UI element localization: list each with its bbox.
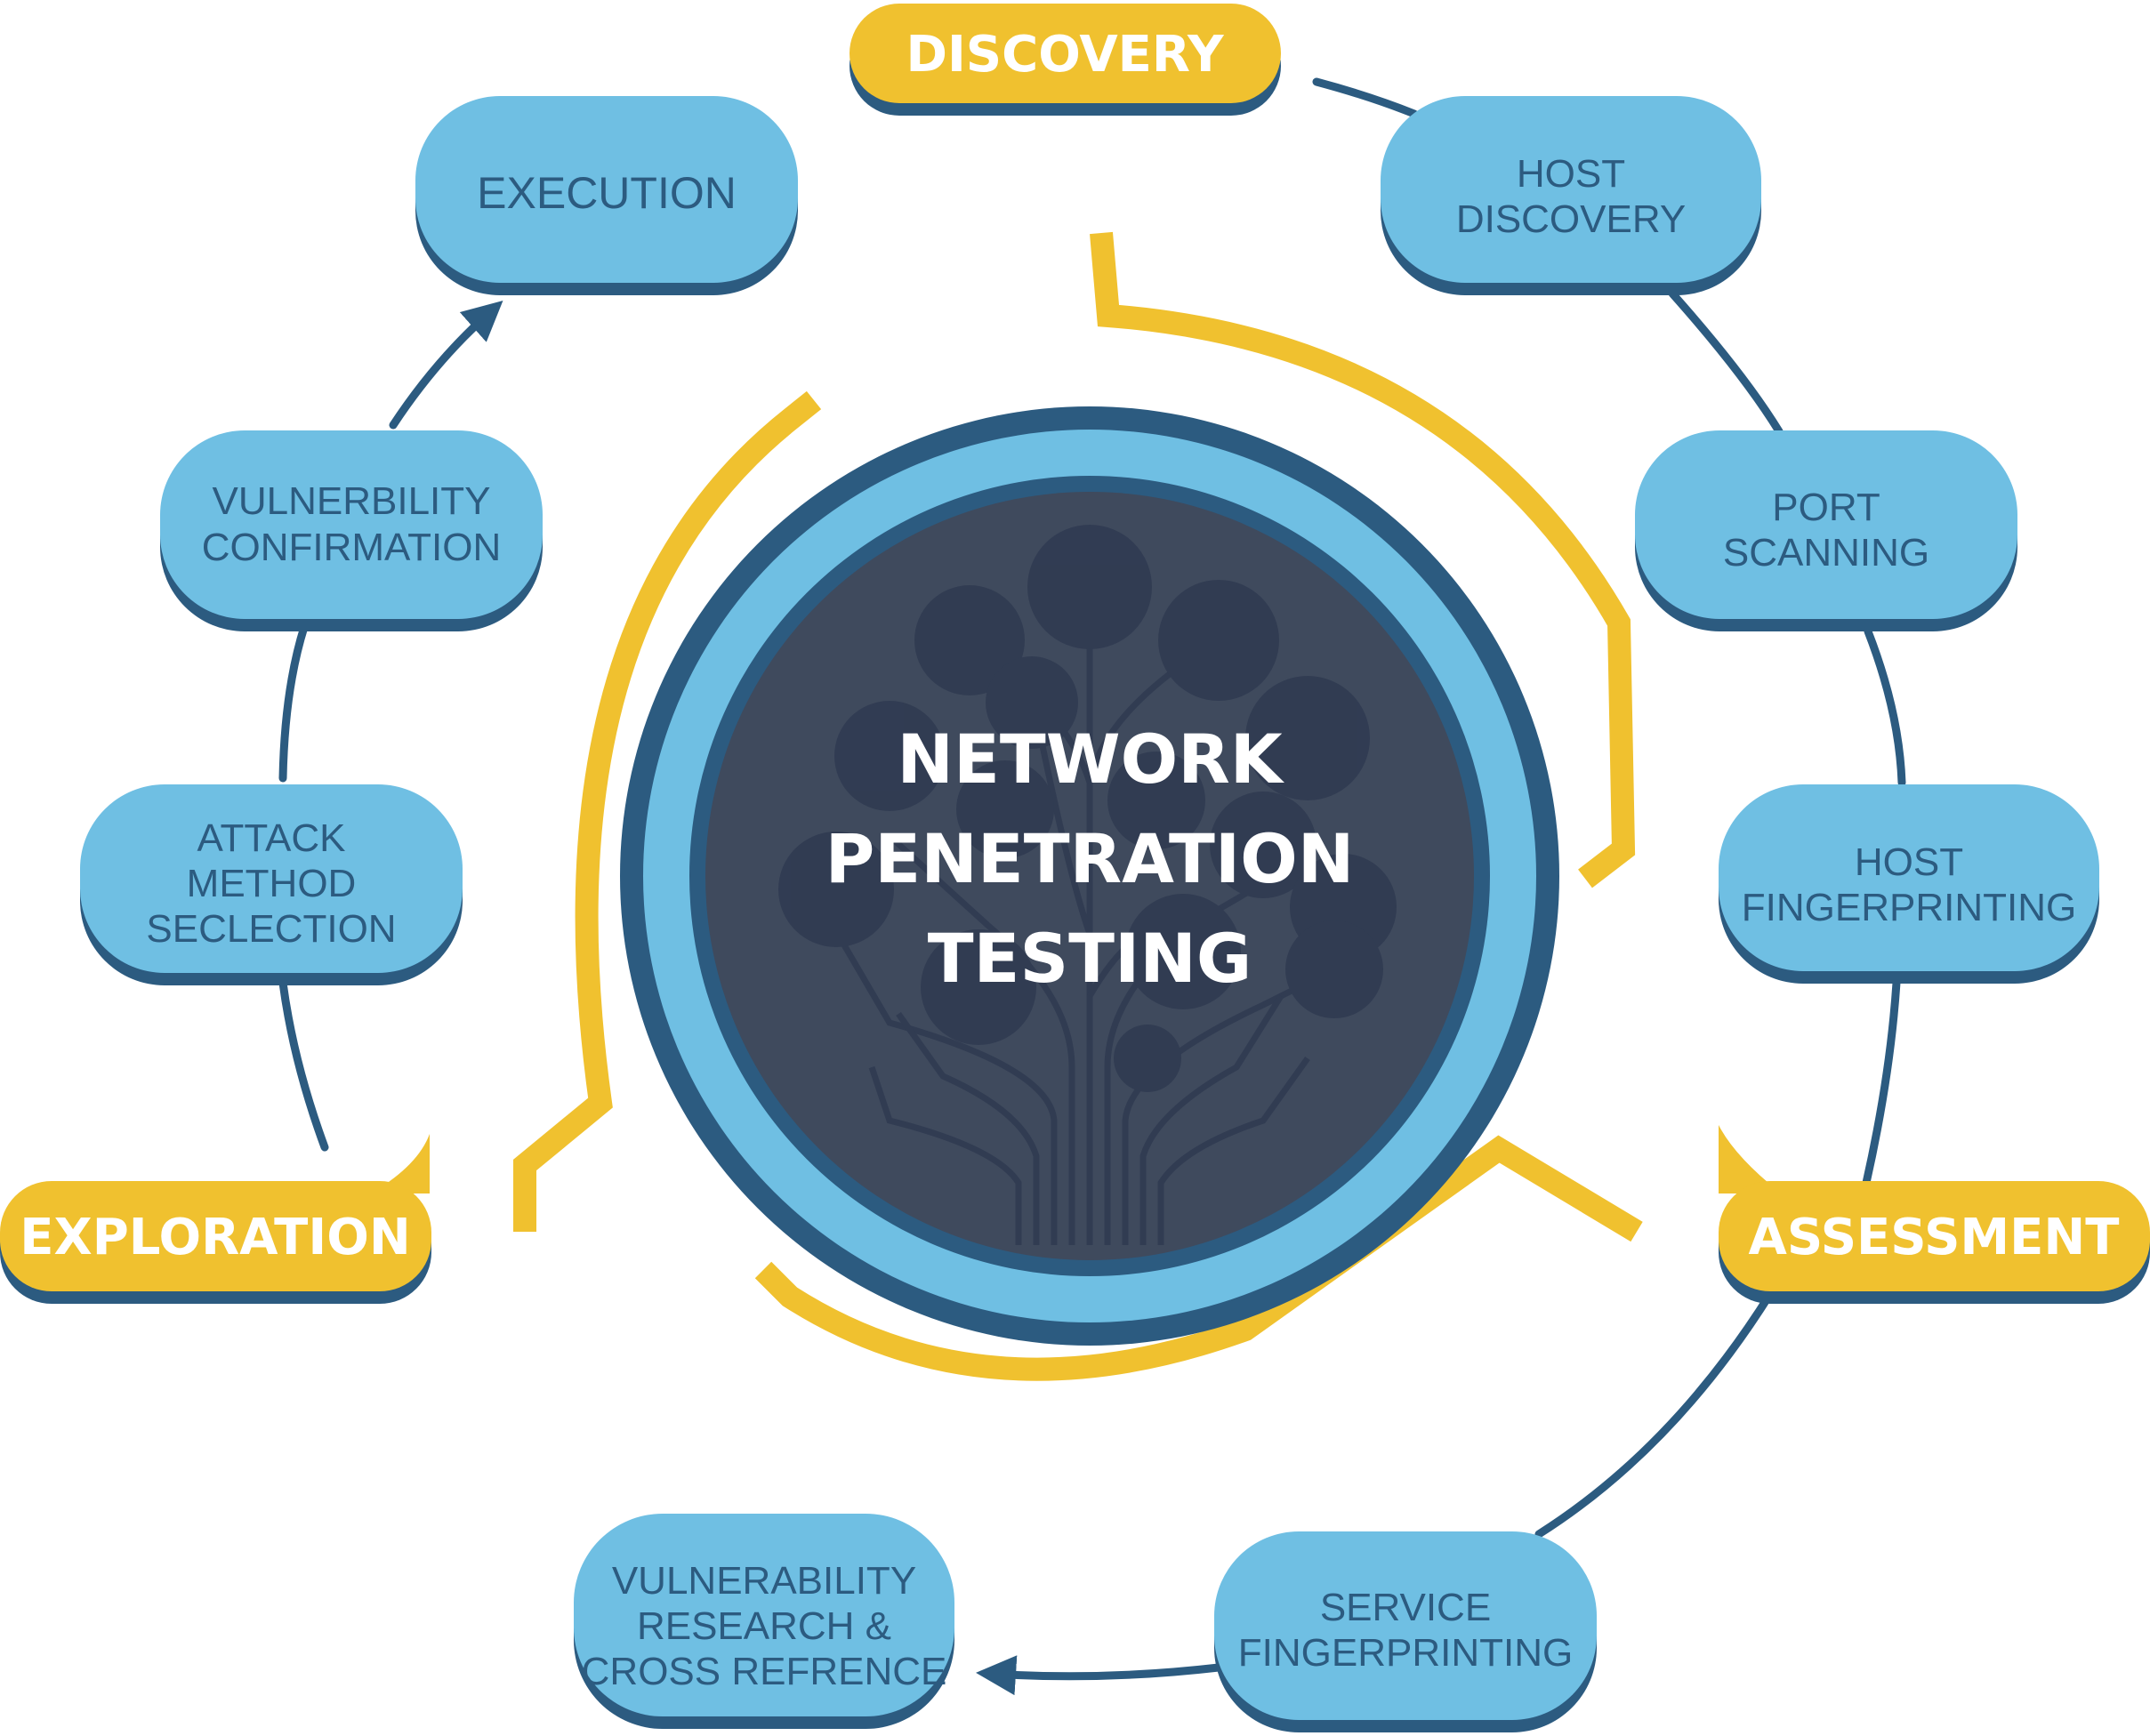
step-service-fingerprinting-line-1: SERVICE (1320, 1586, 1491, 1629)
yellow-bracket-left (513, 390, 822, 1232)
connector-confirmation-to-execution-arrow (389, 301, 503, 430)
step-host-fingerprinting: HOST FINGERPRINTING (1719, 784, 2099, 984)
step-host-fingerprinting-line-2: FINGERPRINTING (1742, 886, 2076, 929)
phase-exploration-label: EXPLORATION (20, 1209, 410, 1266)
step-execution: EXECUTION (415, 96, 798, 295)
step-vulnerability-confirmation: VULNERBILITY CONFIRMATION (160, 430, 543, 631)
step-vulnerability-confirmation-line-1: VULNERBILITY (213, 479, 491, 523)
center-title-line-1: NETWORK (897, 719, 1284, 799)
cycle-connectors (278, 77, 1906, 1696)
step-execution-label: EXECUTION (477, 168, 737, 218)
step-service-fingerprinting-line-2: FINGERPRINTING (1238, 1631, 1573, 1675)
step-vulnerability-research-line-1: VULNERABILITY (612, 1559, 916, 1603)
center-title-line-2: PENETRATION (825, 819, 1355, 898)
connector-discovery-to-host-discovery (1312, 77, 1419, 118)
yellow-bracket-right (1090, 231, 1636, 888)
step-vulnerability-research-line-2: RESEARCH & (637, 1604, 891, 1648)
step-attack-method-selection-line-3: SECLECTION (146, 907, 396, 951)
step-host-fingerprinting-line-1: HOST (1855, 840, 1963, 884)
phase-exploration: EXPLORATION (0, 1134, 431, 1304)
connector-exploration-to-attack (278, 978, 329, 1152)
connector-host-discovery-to-port-scanning (1668, 289, 1784, 436)
center-disc: NETWORK PENETRATION TESTING (620, 406, 1559, 1346)
connector-assessment-to-service-fingerprinting (1534, 1290, 1775, 1539)
step-host-discovery-line-1: HOST (1517, 152, 1625, 196)
step-attack-method-selection-line-2: METHOD (187, 862, 357, 905)
connector-port-scanning-to-host-fingerprinting (1864, 627, 1906, 787)
center-title-line-3: TESTING (928, 919, 1252, 998)
step-port-scanning-line-2: SCANNING (1723, 531, 1929, 575)
phase-discovery: DISCOVERY (850, 4, 1281, 116)
step-service-fingerprinting: SERVICE FINGERPRINTING (1214, 1531, 1597, 1732)
connector-attack-to-confirmation (278, 623, 309, 783)
connector-host-fingerprinting-to-assessment (1862, 978, 1901, 1187)
connector-service-to-research-arrow (976, 1655, 1223, 1696)
inner-yellow-brackets (513, 231, 1643, 1381)
step-host-discovery-line-2: DISCOVERY (1456, 197, 1686, 241)
step-attack-method-selection-line-1: ATTACK (197, 816, 345, 860)
step-vulnerability-confirmation-line-2: CONFIRMATION (202, 526, 502, 569)
step-vulnerability-research: VULNERABILITY RESEARCH & CROSS REFRENCE (574, 1514, 954, 1729)
yellow-bracket-bottom (754, 1135, 1643, 1381)
phase-assessment: ASSESSMENT (1719, 1125, 2150, 1304)
step-host-discovery: HOST DISCOVERY (1381, 96, 1761, 295)
step-port-scanning-line-1: PORT (1772, 486, 1880, 529)
phase-discovery-label: DISCOVERY (906, 26, 1225, 84)
step-vulnerability-research-line-3: CROSS REFRENCE (582, 1650, 947, 1693)
phase-assessment-label: ASSESSMENT (1749, 1209, 2120, 1266)
step-attack-method-selection: ATTACK METHOD SECLECTION (80, 784, 463, 985)
step-port-scanning: PORT SCANNING (1635, 430, 2017, 631)
circuit-tree-icon (778, 525, 1397, 1245)
